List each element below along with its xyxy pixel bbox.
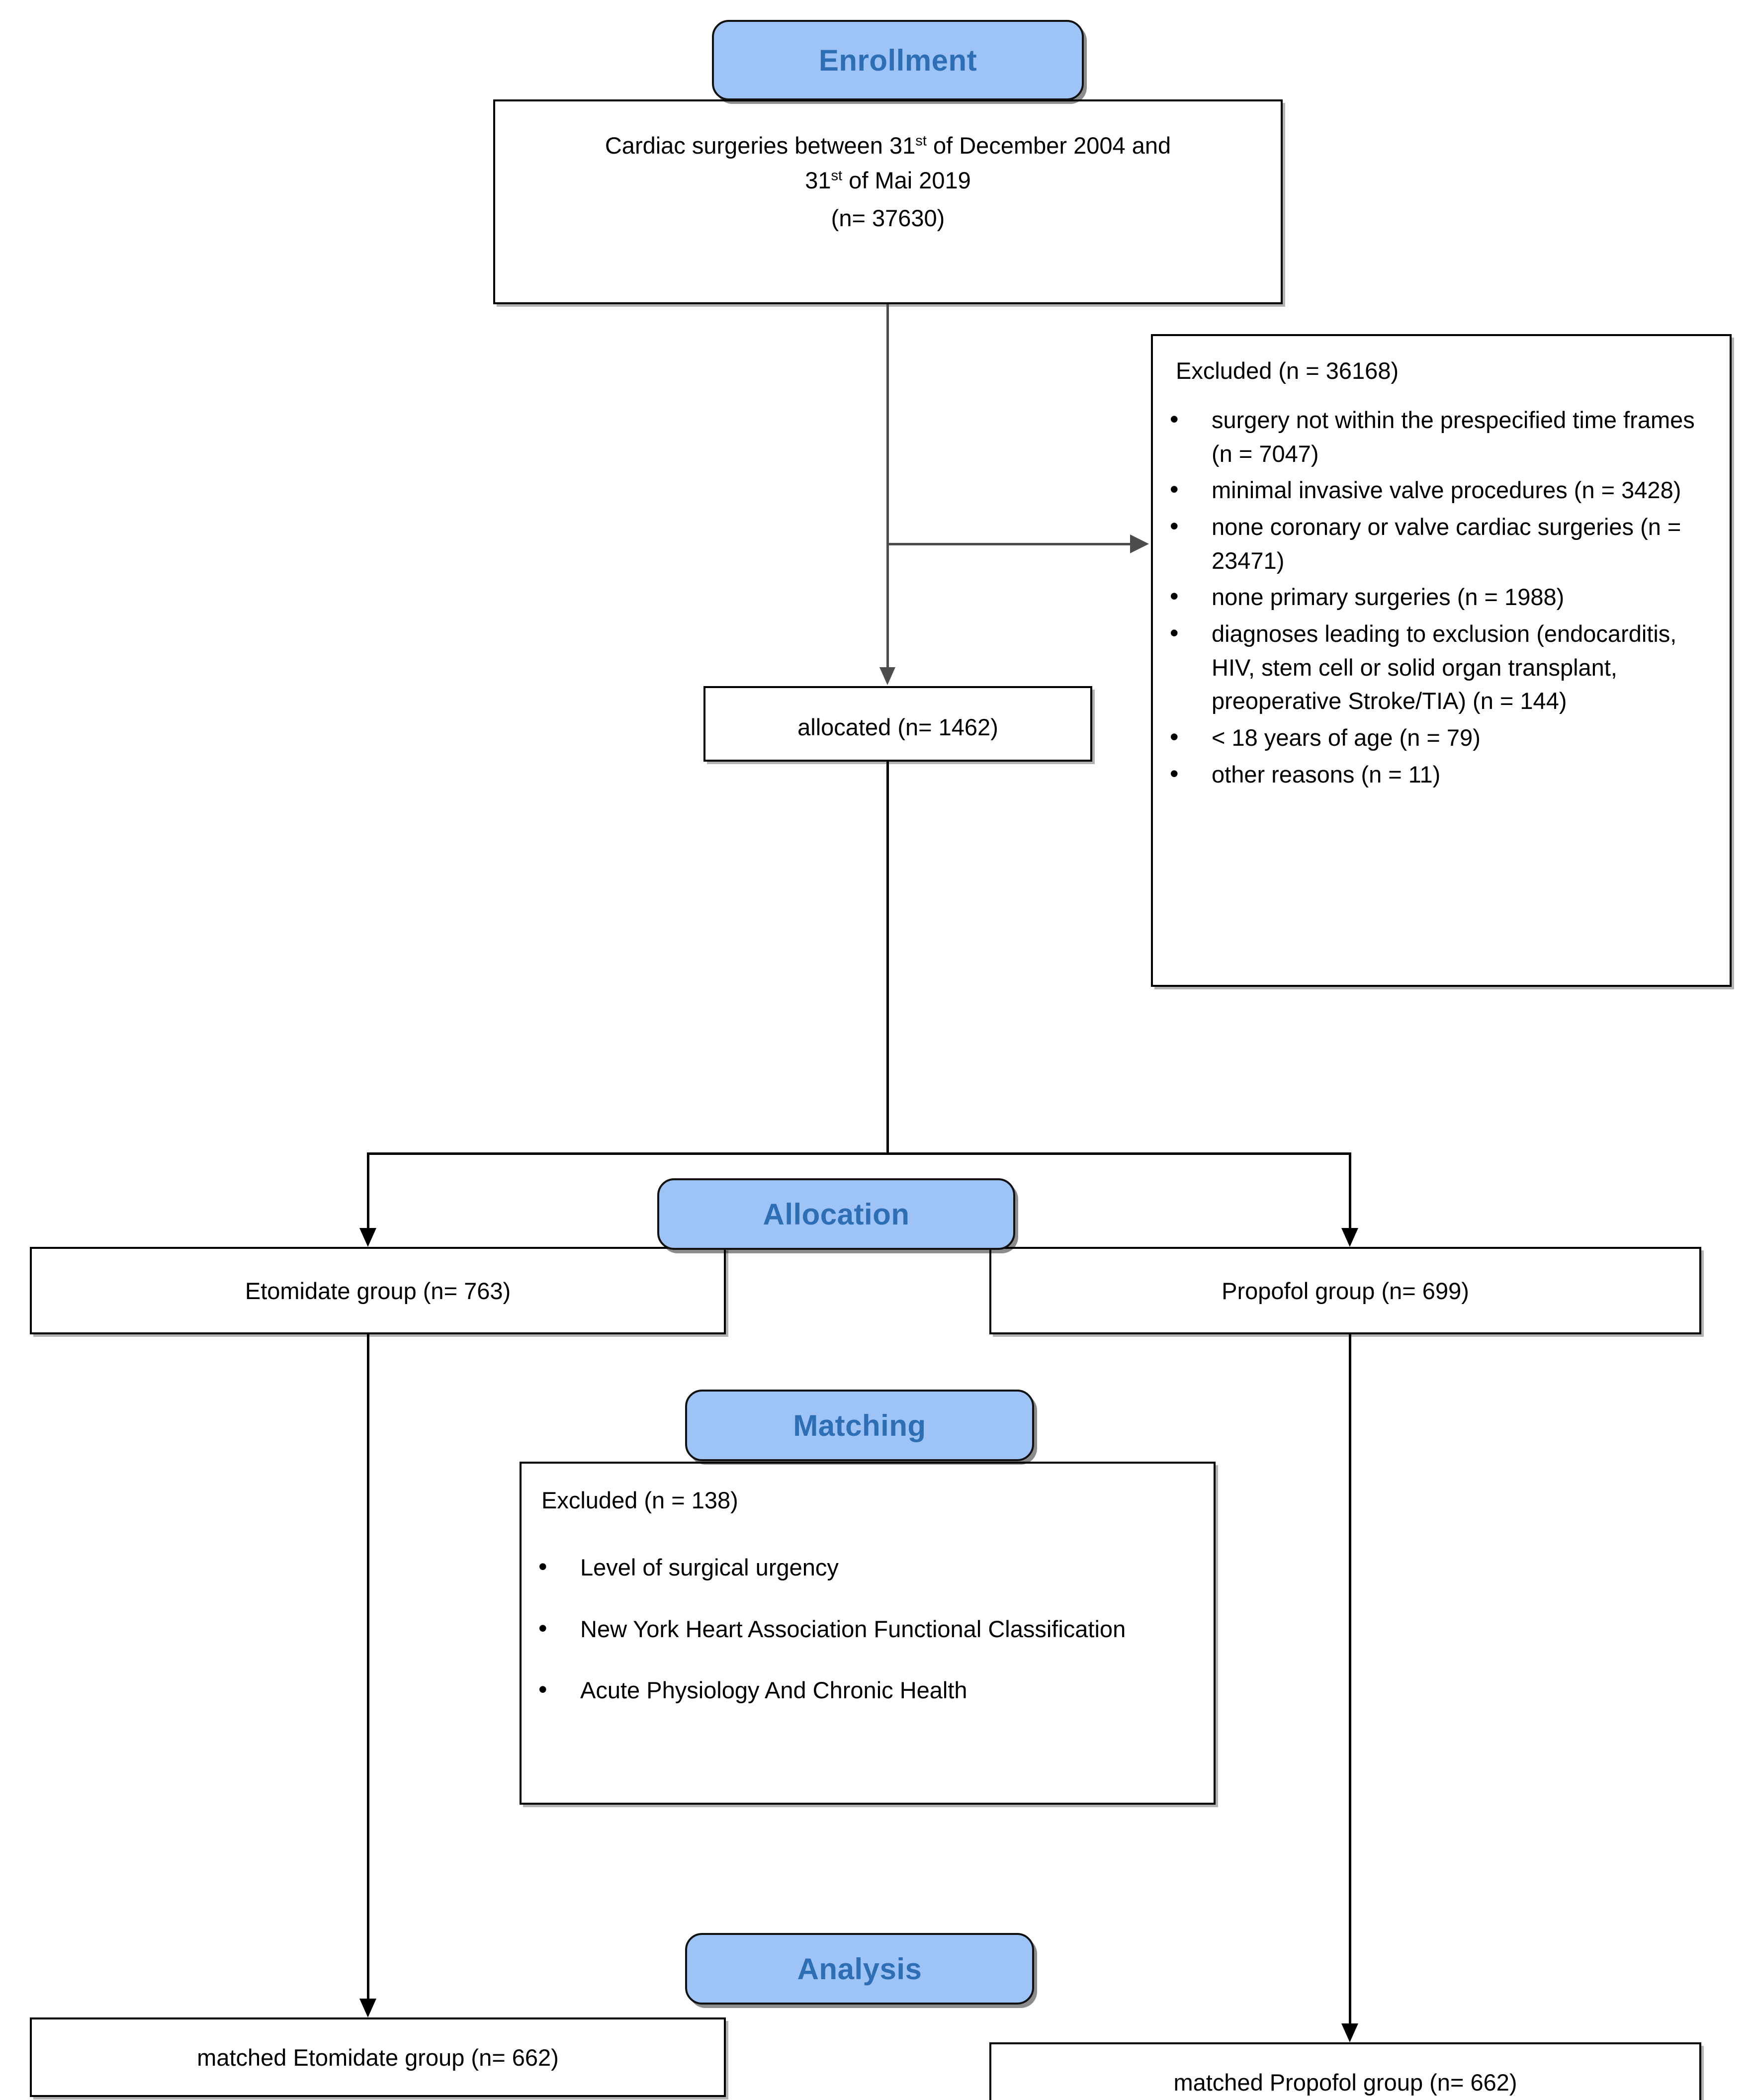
list-item: surgery not within the prespecified time…: [1153, 401, 1717, 470]
connector-enrollment-to-allocated: [886, 304, 889, 667]
list-item: Level of surgical urgency: [522, 1549, 1196, 1584]
etomidate-group-box: Etomidate group (n= 763): [30, 1247, 726, 1334]
enrollment-line-2: 31st of Mai 2019: [805, 167, 971, 193]
arrowhead-allocated: [879, 667, 895, 685]
excluded-enrollment-box: Excluded (n = 36168) surgery not within …: [1151, 334, 1732, 987]
excluded-enrollment-title: Excluded (n = 36168): [1176, 357, 1399, 384]
connector-etomidate-to-matched: [367, 1334, 369, 2001]
list-item: other reasons (n = 11): [1153, 756, 1717, 791]
arrowhead-matched-etomidate: [359, 1999, 376, 2017]
connector-propofol-to-matched: [1349, 1334, 1351, 2025]
arrowhead-excluded: [1130, 534, 1149, 553]
enrollment-line-1: Cardiac surgeries between 31st of Decemb…: [605, 132, 1171, 159]
excluded-matching-box: Excluded (n = 138) Level of surgical urg…: [520, 1462, 1216, 1805]
list-item: minimal invasive valve procedures (n = 3…: [1153, 471, 1717, 507]
list-item: < 18 years of age (n = 79): [1153, 719, 1717, 755]
arrowhead-matched-propofol: [1341, 2023, 1358, 2042]
excluded-enrollment-list: surgery not within the prespecified time…: [1153, 401, 1717, 794]
stage-label-allocation: Allocation: [657, 1178, 1015, 1250]
connector-split-to-propofol: [1349, 1152, 1351, 1230]
list-item: none coronary or valve cardiac surgeries…: [1153, 508, 1717, 577]
stage-label-enrollment: Enrollment: [712, 20, 1084, 100]
etomidate-group-label: Etomidate group (n= 763): [245, 1278, 511, 1304]
arrowhead-etomidate: [359, 1228, 376, 1247]
enrollment-count: (n= 37630): [831, 205, 945, 231]
stage-label-matching: Matching: [685, 1390, 1034, 1461]
stage-label-analysis: Analysis: [685, 1933, 1034, 2005]
arrowhead-propofol: [1341, 1228, 1358, 1247]
propofol-group-label: Propofol group (n= 699): [1222, 1278, 1469, 1304]
matched-propofol-box: matched Propofol group (n= 662): [989, 2042, 1701, 2100]
split-bar-allocation: [367, 1152, 1351, 1155]
excluded-matching-title: Excluded (n = 138): [541, 1487, 738, 1513]
allocated-box: allocated (n= 1462): [703, 686, 1092, 762]
matched-etomidate-box: matched Etomidate group (n= 662): [30, 2017, 726, 2097]
list-item: New York Heart Association Functional Cl…: [522, 1610, 1196, 1646]
list-item: diagnoses leading to exclusion (endocard…: [1153, 615, 1717, 718]
allocated-label: allocated (n= 1462): [797, 714, 998, 740]
propofol-group-box: Propofol group (n= 699): [989, 1247, 1701, 1334]
connector-split-to-etomidate: [367, 1152, 369, 1230]
matched-propofol-label: matched Propofol group (n= 662): [1173, 2069, 1517, 2096]
connector-allocated-to-split: [886, 762, 889, 1154]
list-item: Acute Physiology And Chronic Health: [522, 1671, 1196, 1707]
connector-to-excluded: [886, 543, 1130, 545]
enrollment-box: Cardiac surgeries between 31st of Decemb…: [493, 99, 1283, 304]
list-item: none primary surgeries (n = 1988): [1153, 578, 1717, 614]
excluded-matching-list: Level of surgical urgency New York Heart…: [522, 1549, 1196, 1735]
matched-etomidate-label: matched Etomidate group (n= 662): [197, 2044, 559, 2071]
